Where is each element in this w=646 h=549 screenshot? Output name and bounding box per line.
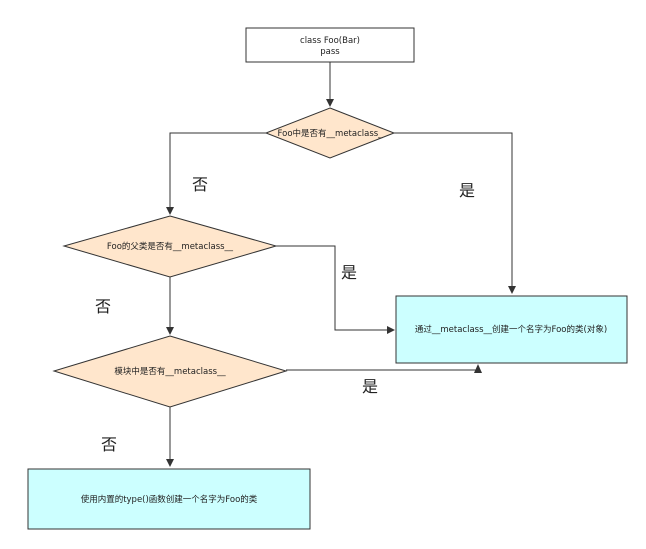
label-no-decision-module: 否 (101, 435, 117, 454)
start-box-line1: class Foo(Bar) (300, 36, 360, 46)
start-box-line2: pass (320, 47, 340, 57)
result-metaclass-shape (395, 295, 628, 364)
label-no-decision-parent: 否 (95, 297, 111, 316)
decision-foo-shape (264, 107, 396, 159)
decision-foo: Foo中是否有__metaclass_ (264, 107, 396, 159)
start-box: class Foo(Bar) pass (245, 27, 415, 63)
decision-parent-label: Foo的父类是否有__metaclass__ (107, 241, 234, 252)
result-type-label: 使用内置的type()函数创建一个名字为Foo的类 (81, 494, 258, 505)
edge-decision-module-yes (286, 365, 479, 371)
edges (166, 62, 516, 467)
result-type-shape (27, 468, 311, 530)
edge-decision-foo-yes (394, 132, 516, 294)
label-no-decision-foo: 否 (192, 175, 208, 194)
label-yes-decision-module: 是 (362, 377, 378, 396)
label-yes-decision-parent: 是 (341, 263, 357, 282)
edge-decision-module-yes-arrowhead (474, 364, 482, 373)
decision-foo-label: Foo中是否有__metaclass_ (278, 128, 384, 139)
decision-module-label: 模块中是否有__metaclass__ (114, 366, 226, 377)
edge-decision-foo-no (166, 132, 266, 215)
label-yes-decision-foo: 是 (459, 181, 475, 200)
decision-module-shape (52, 335, 288, 408)
decision-module: 模块中是否有__metaclass__ (52, 335, 288, 408)
decision-parent-shape (62, 215, 278, 278)
start-box-shape (245, 27, 415, 63)
edge-labels: 否 是 是 否 是 否 (95, 175, 475, 454)
edge-decision-parent-yes (276, 245, 395, 334)
result-metaclass: 通过__metaclass__创建一个名字为Foo的类(对象) (395, 295, 628, 364)
result-type: 使用内置的type()函数创建一个名字为Foo的类 (27, 468, 311, 530)
decision-parent: Foo的父类是否有__metaclass__ (62, 215, 278, 278)
result-metaclass-label: 通过__metaclass__创建一个名字为Foo的类(对象) (415, 324, 607, 335)
